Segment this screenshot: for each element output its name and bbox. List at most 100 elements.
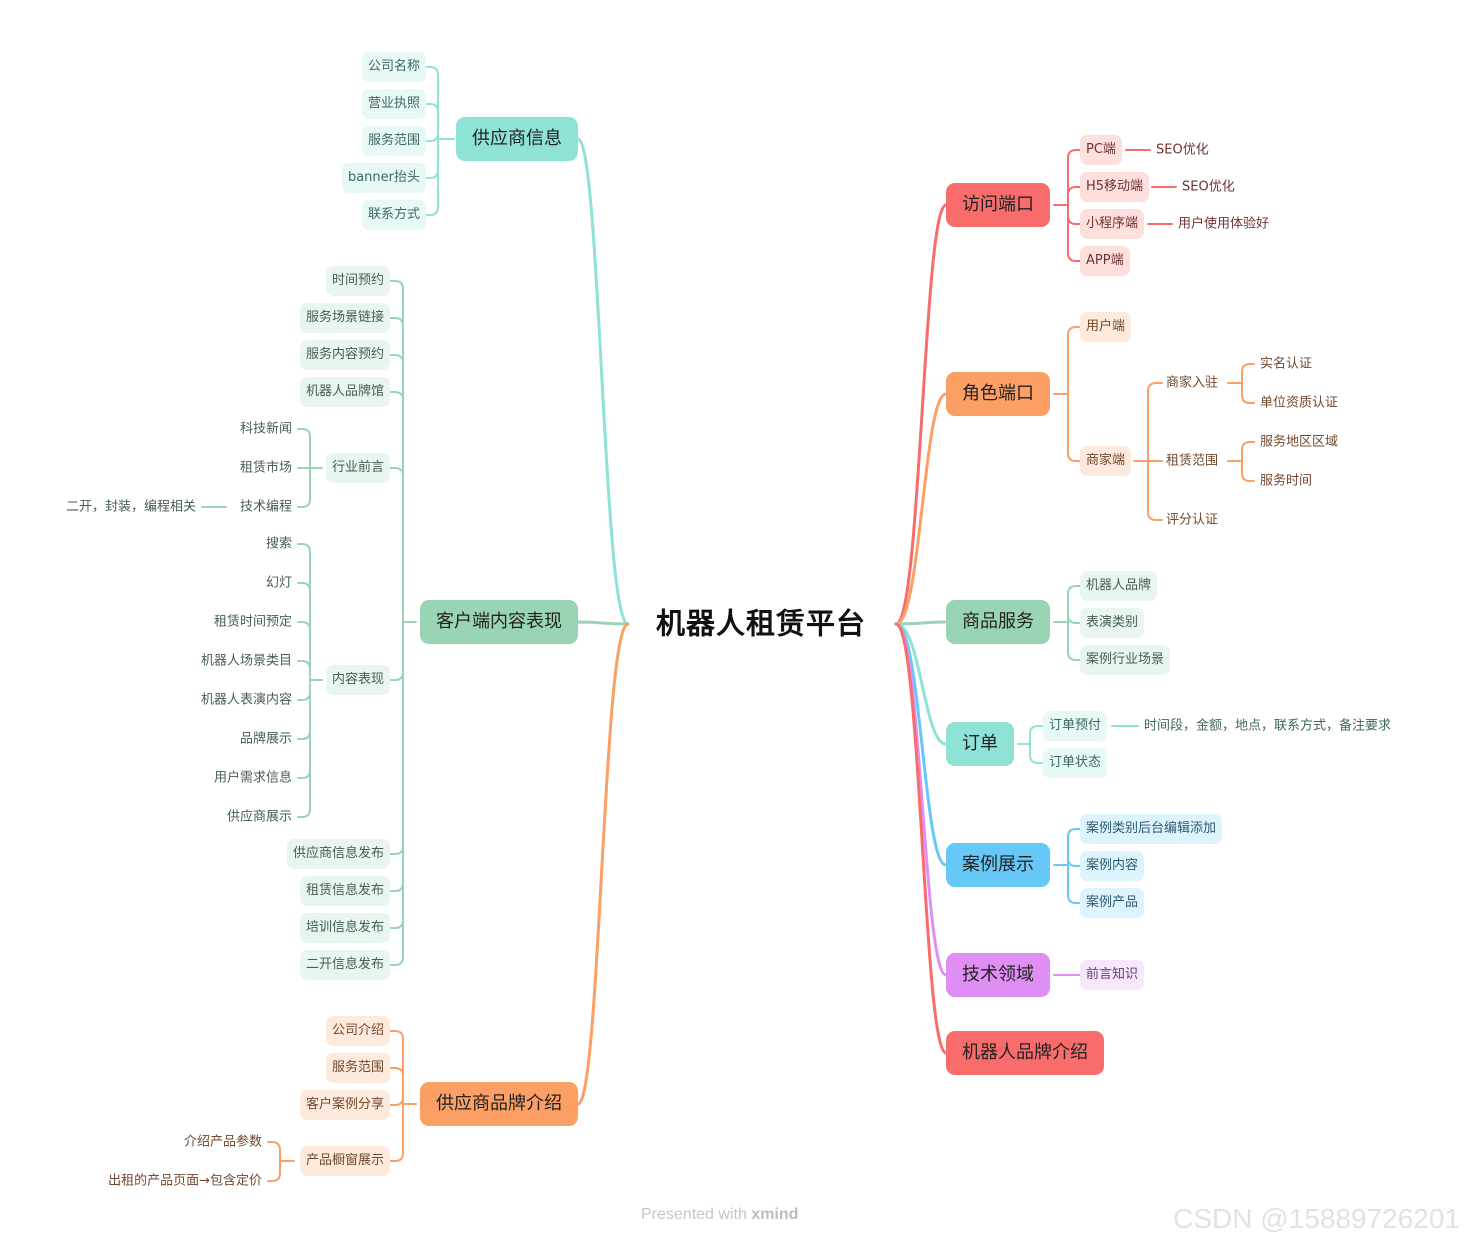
connector: [425, 103, 439, 140]
merchant-scope-item[interactable]: 服务时间: [1260, 473, 1313, 489]
access-port-item[interactable]: 小程序端: [1080, 209, 1145, 239]
supplier-info-item[interactable]: 服务范围: [361, 126, 426, 156]
connector: [576, 622, 630, 1106]
central-topic[interactable]: 机器人租赁平台: [656, 606, 867, 641]
content-show-item[interactable]: 品牌展示: [239, 731, 292, 747]
connector: [425, 66, 439, 140]
client-content-booking[interactable]: 服务内容预约: [299, 340, 390, 370]
connector: [1029, 725, 1044, 745]
merchant-join-item[interactable]: 单位资质认证: [1260, 395, 1339, 411]
tech-field-item[interactable]: 前言知识: [1080, 960, 1145, 990]
supplier-info-item[interactable]: 营业执照: [361, 89, 426, 119]
content-show-item[interactable]: 用户需求信息: [213, 770, 292, 786]
topic-case-show[interactable]: 案例展示: [946, 843, 1050, 887]
connector: [1067, 585, 1081, 623]
connector: [297, 679, 311, 818]
connector: [1067, 857, 1081, 867]
connector: [389, 317, 404, 623]
connector: [297, 679, 311, 740]
goods-service-item[interactable]: 表演类别: [1080, 608, 1145, 638]
connector: [297, 582, 311, 681]
supplier-info-item[interactable]: 公司名称: [361, 52, 426, 82]
client-training-publish[interactable]: 培训信息发布: [299, 913, 390, 943]
connector: [894, 622, 948, 1055]
brand-company-intro[interactable]: 公司介绍: [325, 1016, 390, 1046]
industry-item[interactable]: 科技新闻: [239, 421, 292, 437]
order-status[interactable]: 订单状态: [1043, 748, 1108, 778]
topic-supplier-info[interactable]: 供应商信息: [456, 117, 578, 161]
access-port-item[interactable]: PC端: [1080, 135, 1122, 165]
merchant-scope-item[interactable]: 服务地区区域: [1260, 434, 1339, 450]
client-dev-publish[interactable]: 二开信息发布: [299, 950, 390, 980]
content-show-item[interactable]: 搜索: [265, 536, 292, 552]
topic-client-content[interactable]: 客户端内容表现: [420, 600, 578, 644]
client-supplier-publish[interactable]: 供应商信息发布: [286, 839, 390, 869]
connector: [389, 1067, 404, 1105]
topic-role-port[interactable]: 角色端口: [946, 372, 1050, 416]
content-show-item[interactable]: 机器人场景类目: [200, 653, 292, 669]
connector: [576, 137, 630, 626]
case-show-item[interactable]: 案例产品: [1080, 888, 1145, 918]
content-show-item[interactable]: 幻灯: [265, 575, 292, 591]
brand-service-scope[interactable]: 服务范围: [325, 1053, 390, 1083]
connector: [267, 1160, 281, 1182]
access-port-item[interactable]: APP端: [1080, 246, 1130, 276]
goods-service-item[interactable]: 机器人品牌: [1080, 571, 1158, 601]
access-port-item[interactable]: H5移动端: [1080, 172, 1150, 202]
connector: [389, 621, 404, 929]
connector: [389, 621, 404, 966]
connector: [389, 621, 404, 681]
industry-item[interactable]: 租赁市场: [239, 460, 292, 476]
showcase-item[interactable]: 介绍产品参数: [183, 1134, 262, 1150]
client-time-booking[interactable]: 时间预约: [325, 266, 390, 296]
connector: [267, 1141, 281, 1162]
role-merchant-port[interactable]: 商家端: [1080, 446, 1132, 476]
connector: [297, 428, 311, 469]
brand-case-share[interactable]: 客户案例分享: [299, 1090, 390, 1120]
connector: [1029, 743, 1044, 764]
connector: [1067, 614, 1081, 624]
merchant-scope[interactable]: 租赁范围: [1166, 453, 1219, 469]
topic-access-port[interactable]: 访问端口: [946, 183, 1050, 227]
topic-brand-intro[interactable]: 供应商品牌介绍: [420, 1082, 578, 1126]
connector: [425, 138, 439, 216]
client-lease-publish[interactable]: 租赁信息发布: [299, 876, 390, 906]
topic-goods-service[interactable]: 商品服务: [946, 600, 1050, 644]
access-port-note[interactable]: SEO优化: [1156, 142, 1209, 158]
connector: [1067, 204, 1081, 225]
access-port-note[interactable]: SEO优化: [1182, 179, 1235, 195]
order-prepay[interactable]: 订单预付: [1043, 711, 1108, 741]
topic-tech-field[interactable]: 技术领域: [946, 953, 1050, 997]
industry-item[interactable]: 技术编程: [239, 499, 292, 515]
content-show-item[interactable]: 租赁时间预定: [213, 614, 292, 630]
order-prepay-note[interactable]: 时间段，金额，地点，联系方式，备注要求: [1144, 718, 1392, 734]
client-brand-hall[interactable]: 机器人品牌馆: [299, 377, 390, 407]
supplier-info-item[interactable]: 联系方式: [361, 200, 426, 230]
client-industry[interactable]: 行业前言: [325, 453, 390, 483]
brand-showcase[interactable]: 产品橱窗展示: [299, 1146, 390, 1176]
topic-order[interactable]: 订单: [946, 722, 1014, 766]
connector: [1067, 864, 1081, 904]
case-show-item[interactable]: 案例内容: [1080, 851, 1145, 881]
client-content-show[interactable]: 内容表现: [325, 665, 390, 695]
connector: [894, 622, 948, 746]
topic-robot-brand[interactable]: 机器人品牌介绍: [946, 1031, 1104, 1075]
content-show-item[interactable]: 机器人表演内容: [200, 692, 292, 708]
merchant-join[interactable]: 商家入驻: [1166, 375, 1219, 391]
case-show-item[interactable]: 案例类别后台编辑添加: [1080, 814, 1223, 844]
merchant-join-item[interactable]: 实名认证: [1260, 356, 1313, 372]
connector: [297, 621, 311, 681]
watermark: CSDN @15889726201: [1173, 1203, 1460, 1234]
connector: [1067, 186, 1081, 206]
client-scene-link[interactable]: 服务场景链接: [299, 303, 390, 333]
connector: [425, 138, 439, 179]
content-show-item[interactable]: 供应商展示: [226, 809, 292, 825]
goods-service-item[interactable]: 案例行业场景: [1080, 645, 1171, 675]
industry-tech-note[interactable]: 二开，封装，编程相关: [65, 499, 196, 515]
supplier-info-item[interactable]: banner抬头: [341, 163, 426, 193]
showcase-item[interactable]: 出租的产品页面→包含定价: [108, 1173, 262, 1189]
merchant-rating[interactable]: 评分认证: [1166, 512, 1219, 528]
access-port-note[interactable]: 用户使用体验好: [1178, 216, 1270, 232]
role-user-port[interactable]: 用户端: [1080, 312, 1132, 342]
